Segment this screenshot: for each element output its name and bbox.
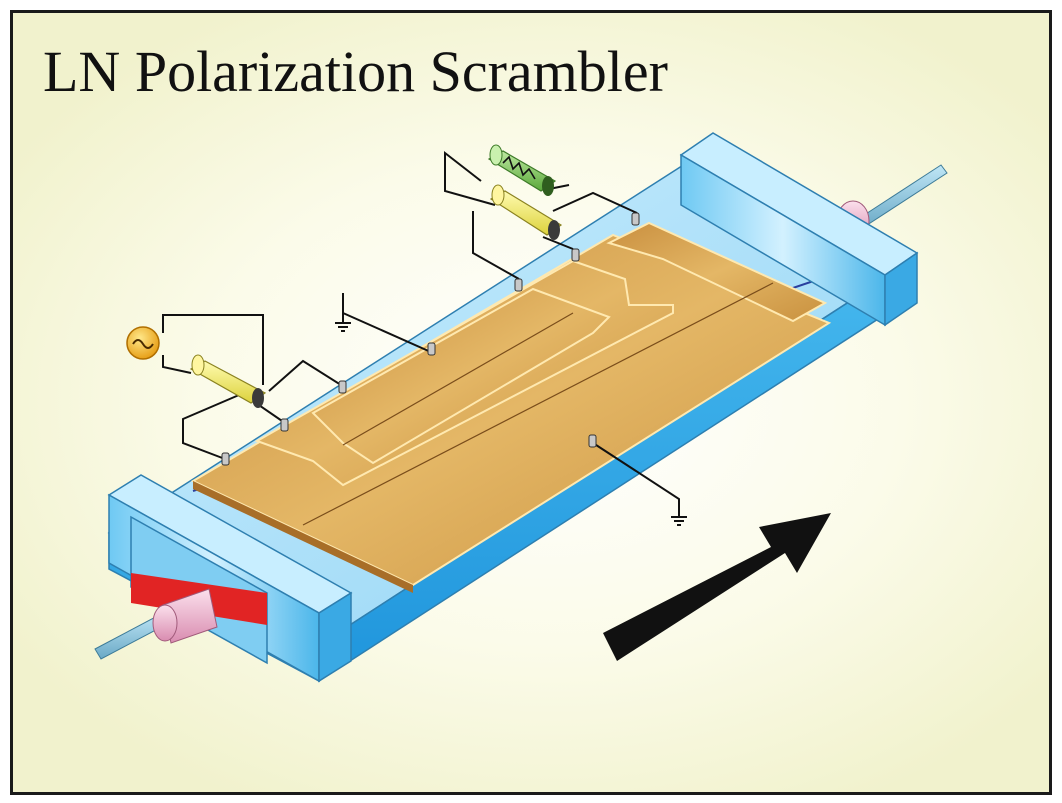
ground-icon [671,507,687,526]
input-fiber [94,588,218,660]
terminal-posts [221,212,640,466]
input-end-block [107,474,353,683]
diagram-title: LN Polarization Scrambler [43,39,668,104]
capacitor-icon [189,354,267,408]
ac-source-icon [126,326,160,360]
output-end-block [679,132,919,327]
resistor-icon [487,144,557,196]
ground-icon [335,311,351,332]
capacitor-icon [489,184,563,240]
diagram-frame: LN Polarization Scrambler [10,10,1052,795]
direction-arrow-icon [603,513,831,661]
scrambler-diagram [94,132,948,683]
electrode-pads [190,221,832,593]
